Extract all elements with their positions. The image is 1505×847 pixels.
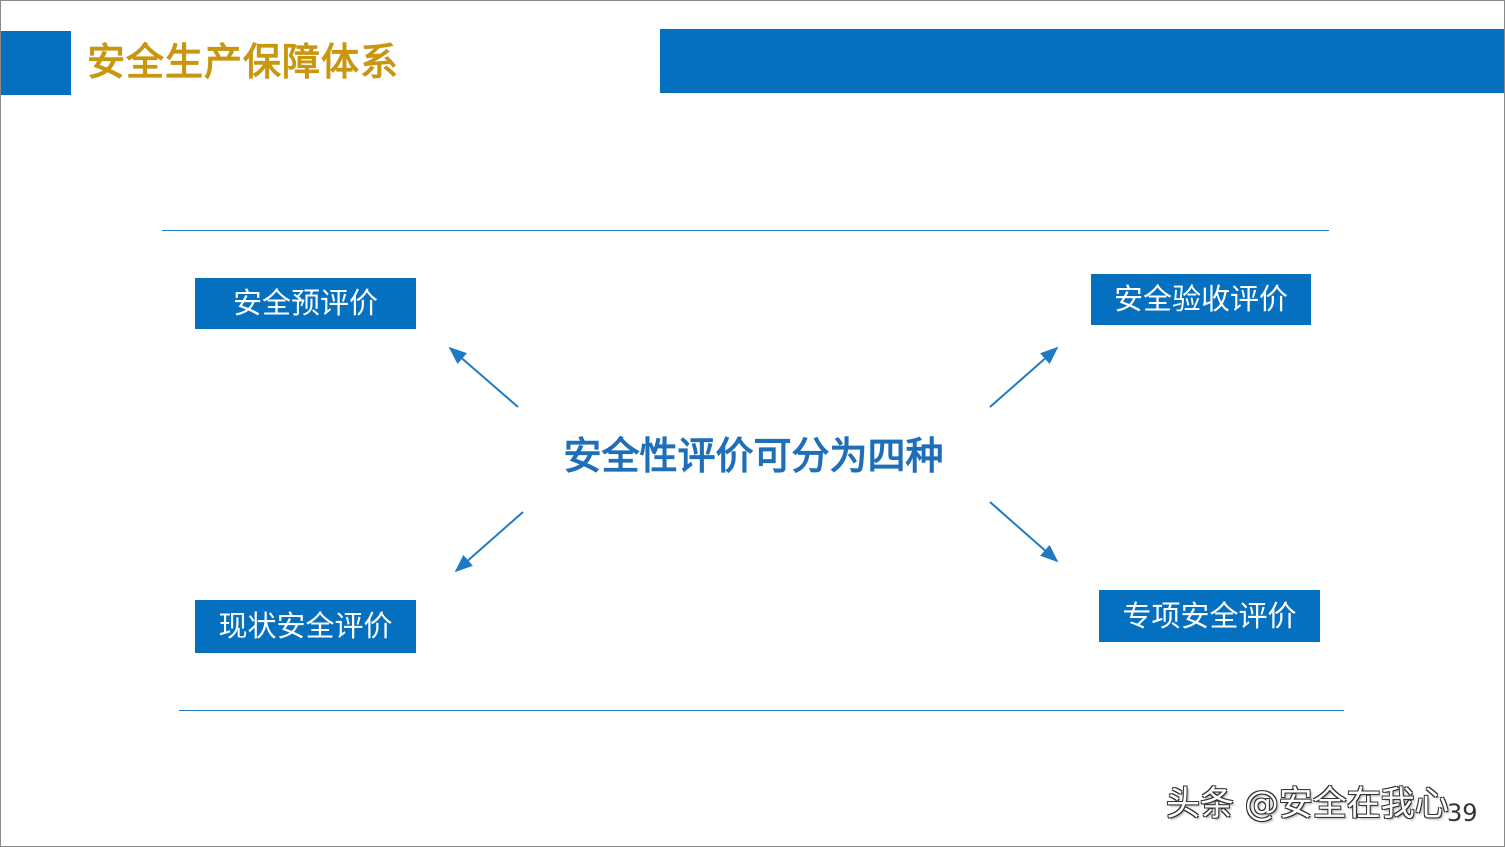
category-box-status-evaluation: 现状安全评价 bbox=[195, 600, 416, 653]
category-label: 现状安全评价 bbox=[218, 609, 393, 643]
center-label: 安全性评价可分为四种 bbox=[563, 434, 944, 478]
category-label: 安全验收评价 bbox=[1113, 282, 1288, 316]
arrow-top-left bbox=[448, 346, 519, 408]
watermark: 头条 @安全在我心 bbox=[1166, 784, 1449, 824]
slide-title: 安全生产保障体系 bbox=[87, 40, 400, 84]
page-number: 39 bbox=[1447, 799, 1478, 827]
arrow-top-right bbox=[989, 346, 1059, 408]
category-box-acceptance-evaluation: 安全验收评价 bbox=[1091, 274, 1311, 325]
arrow-bottom-right bbox=[989, 501, 1059, 563]
category-label: 安全预评价 bbox=[232, 286, 378, 320]
divider-top bbox=[162, 230, 1329, 231]
header-accent-left bbox=[1, 31, 71, 95]
category-box-special-evaluation: 专项安全评价 bbox=[1099, 590, 1320, 642]
category-box-pre-evaluation: 安全预评价 bbox=[195, 278, 416, 329]
divider-bottom bbox=[179, 710, 1344, 711]
arrow-bottom-left bbox=[454, 511, 524, 573]
category-label: 专项安全评价 bbox=[1122, 598, 1297, 633]
header-accent-right bbox=[660, 29, 1504, 93]
